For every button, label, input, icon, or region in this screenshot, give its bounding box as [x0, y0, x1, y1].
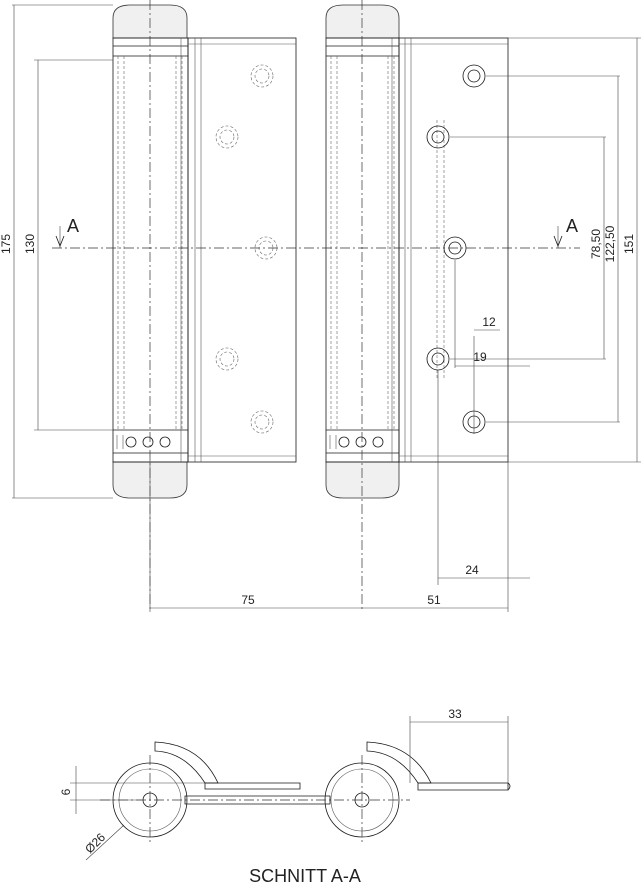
- dim-78-50: 78,50: [589, 229, 603, 259]
- right-leaf: [398, 37, 509, 463]
- section-title: SCHNITT A-A: [249, 866, 361, 885]
- screw-hole: [426, 125, 450, 149]
- section-view: [100, 741, 511, 845]
- dim-51: 51: [427, 593, 441, 607]
- dimensions-section: [70, 716, 509, 861]
- dim-6: 6: [59, 788, 73, 795]
- dim-24: 24: [465, 563, 479, 577]
- left-leaf: [187, 37, 297, 463]
- section-marker-right: A: [566, 216, 578, 236]
- dim-diameter-26: Ø26: [82, 830, 108, 856]
- right-barrel-top-cap: [325, 4, 400, 39]
- screw-hole: [215, 125, 239, 149]
- right-leaf-holes: [426, 64, 486, 434]
- dim-122-50: 122,50: [603, 225, 617, 262]
- dim-175: 175: [0, 234, 13, 254]
- right-barrel: [325, 37, 400, 463]
- right-barrel-bottom-cap: [325, 461, 400, 499]
- left-leaf-holes: [215, 64, 278, 434]
- dim-12: 12: [482, 315, 496, 329]
- dim-151: 151: [622, 234, 636, 254]
- dim-33: 33: [448, 707, 462, 721]
- dimensions-front: [12, 4, 641, 612]
- screw-hole: [426, 347, 450, 371]
- screw-hole: [215, 347, 239, 371]
- screw-hole: [250, 410, 274, 434]
- screw-hole: [250, 64, 274, 88]
- dim-75: 75: [241, 593, 255, 607]
- section-marker-left: A: [67, 216, 79, 236]
- dim-19: 19: [473, 350, 487, 364]
- left-barrel: [112, 37, 189, 463]
- screw-hole: [462, 64, 486, 88]
- dim-130: 130: [23, 234, 37, 254]
- hinge-front-view: [52, 0, 580, 612]
